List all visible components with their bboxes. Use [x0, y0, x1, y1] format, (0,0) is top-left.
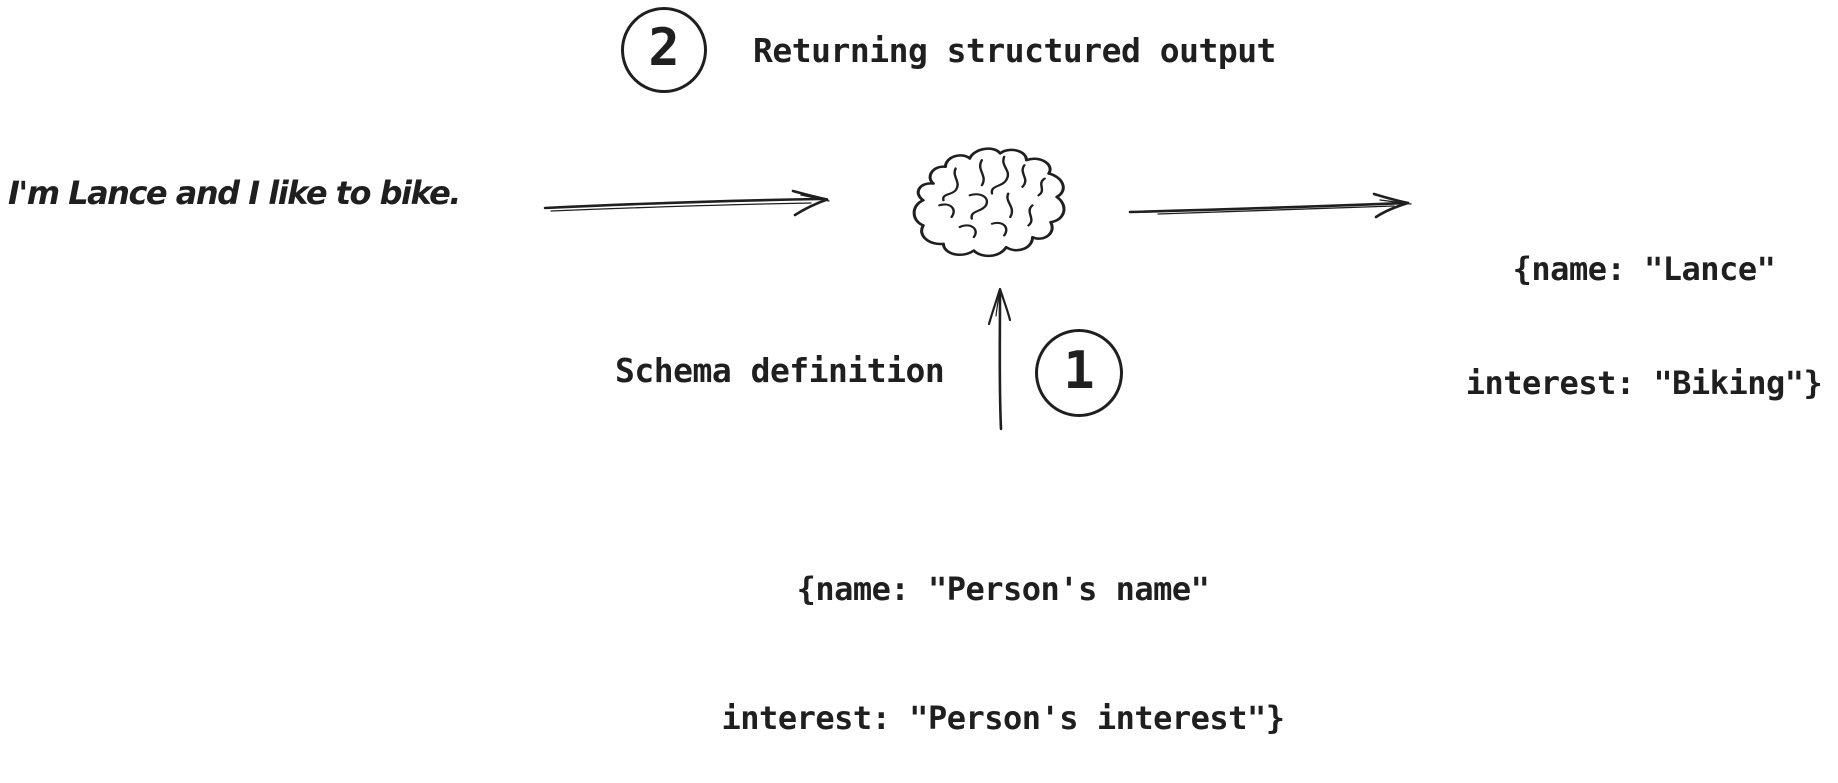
schema-json-line-2: interest: "Person's interest"} [721, 699, 1285, 737]
output-json: {name: "Lance" interest: "Biking"} [1449, 174, 1838, 440]
diagram-canvas: { "colors": { "ink": "#1f1f1f", "backgro… [8, 7, 1838, 737]
schema-json: {name: "Person's name" interest: "Person… [700, 482, 1306, 783]
input-sentence: I'm Lance and I like to bike. [8, 174, 461, 212]
output-json-line-2: interest: "Biking"} [1465, 364, 1823, 402]
step-1-badge: 1 [1035, 329, 1123, 417]
schema-label: Schema definition [615, 351, 945, 390]
schema-json-line-1: {name: "Person's name" [796, 570, 1210, 608]
step-2-label: Returning structured output [753, 31, 1276, 70]
step-2-number: 2 [648, 18, 680, 78]
input-arrow-icon [543, 188, 843, 218]
brain-icon [903, 140, 1075, 274]
schema-arrow-icon [984, 286, 1018, 431]
step-2-badge: 2 [621, 7, 707, 93]
output-arrow-icon [1128, 192, 1420, 220]
output-json-line-1: {name: "Lance" [1512, 250, 1776, 288]
step-1-number: 1 [1063, 341, 1095, 401]
